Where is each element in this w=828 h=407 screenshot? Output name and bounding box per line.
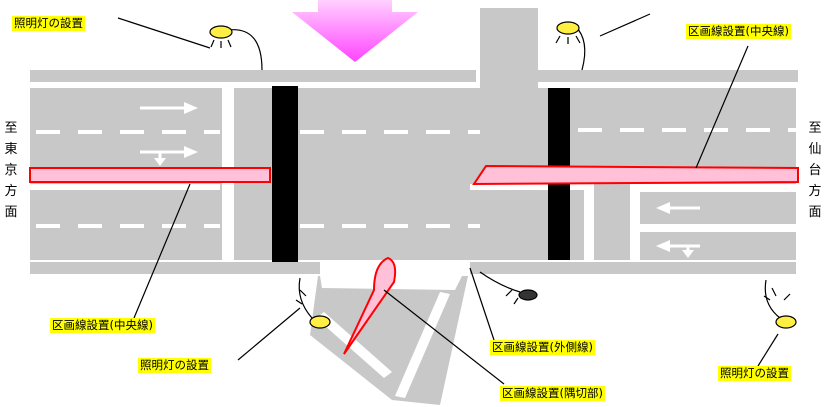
label-center-line-right: 区画線設置(中央線) <box>686 24 791 39</box>
lane-arrow-icon <box>140 102 700 258</box>
label-lighting-bottom-left: 照明灯の設置 <box>138 358 211 373</box>
label-center-line-left: 区画線設置(中央線) <box>50 318 155 333</box>
lane-markings <box>36 128 796 228</box>
leader-lines <box>117 13 779 385</box>
lamp-icon <box>763 279 797 329</box>
label-lighting-top-left: 照明灯の設置 <box>12 16 85 31</box>
corner-cut-marking <box>343 256 397 355</box>
center-line-right-marking <box>472 164 799 186</box>
center-line-left-marking <box>29 167 271 183</box>
crosswalk-left <box>272 86 298 262</box>
road-separators <box>30 88 796 398</box>
lamp-icon <box>295 277 331 329</box>
lamp-icon <box>479 271 538 305</box>
label-outer-line: 区画線設置(外側線) <box>490 340 595 355</box>
direction-label-right: 至 仙 台 方 面 <box>808 121 822 220</box>
direction-label-left: 至 東 京 方 面 <box>4 121 18 220</box>
label-corner-cut-line: 区画線設置(隅切部) <box>500 386 605 401</box>
lamp-icon <box>555 21 586 71</box>
lamp-icon <box>209 25 263 71</box>
label-lighting-bottom-right: 照明灯の設置 <box>718 366 791 381</box>
down-arrow-icon <box>292 0 418 62</box>
